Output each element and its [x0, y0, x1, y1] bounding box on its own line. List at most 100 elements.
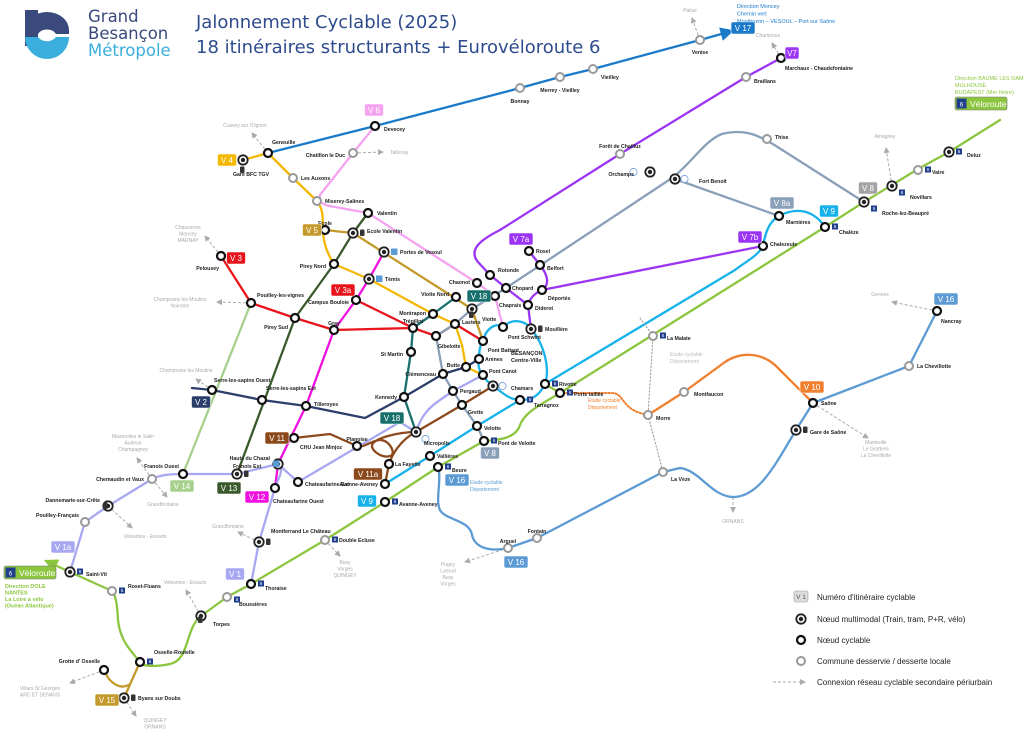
station-pirey-nord[interactable]: Pirey Nord: [300, 258, 340, 270]
station-la-veze[interactable]: La Vèze: [658, 467, 690, 483]
station-franois-ouest[interactable]: Franois Ouest: [144, 464, 189, 480]
station-butte[interactable]: Butte: [447, 361, 472, 373]
station-temis[interactable]: Témis: [363, 273, 400, 285]
station-chevillotte[interactable]: La Chevillotte: [904, 361, 951, 371]
station-nancray[interactable]: Nancray: [931, 305, 962, 325]
route-badge-v8[interactable]: V 8: [480, 446, 500, 460]
station-hauts-chazal[interactable]: Hauts du Chazal: [230, 456, 284, 470]
station-pont-schwint[interactable]: Pont Schwint: [497, 321, 541, 341]
station-foret-chailluz[interactable]: Forêt de Chailluz: [599, 144, 641, 159]
station-micropolis[interactable]: Micropolis: [410, 426, 450, 447]
station-lasters[interactable]: Lasters: [449, 318, 481, 330]
station-chateaufarine-ouest[interactable]: Chateaufarine Ouest: [269, 482, 324, 505]
route-badge-v7a[interactable]: V 7a: [508, 232, 534, 246]
station-chatillon[interactable]: Chatillon le Duc: [306, 148, 358, 159]
station-pelousey[interactable]: Pelousey: [196, 250, 227, 272]
station-viotte-nord[interactable]: Viotte Nord: [421, 292, 462, 303]
route-badge-v3a[interactable]: V 3a: [330, 283, 356, 297]
station-clemenceau[interactable]: Clémenceau: [405, 368, 449, 380]
station-geneuille[interactable]: Geneuille: [262, 140, 295, 159]
route-badge-v16[interactable]: V 16: [444, 473, 470, 487]
station-dannemarie[interactable]: Dannemarie-sur-Crête: [46, 498, 114, 512]
station-la-malate[interactable]: 6La Malate: [648, 331, 691, 342]
station-pouilley-fr[interactable]: Pouilley-Français: [36, 513, 90, 527]
route-badge-v8[interactable]: V 8: [858, 181, 878, 195]
station-ecole-valentin[interactable]: Ecole Valentin: [347, 227, 402, 239]
station-montfaucon[interactable]: Montfaucon: [679, 387, 723, 398]
station-portes-vesoul[interactable]: Portes de Vesoul: [378, 246, 442, 258]
route-badge-v12[interactable]: V 12: [244, 490, 270, 504]
station-marnieres[interactable]: Marnières: [773, 210, 811, 226]
route-badge-v18[interactable]: V 18: [466, 289, 492, 303]
station-montrapon[interactable]: Montrapon: [399, 308, 439, 320]
station-valentin[interactable]: Valentin: [362, 207, 397, 219]
route-badge-v13[interactable]: V 13: [216, 481, 242, 495]
station-serre-est[interactable]: Serre-les-sapins Est: [256, 386, 316, 406]
station-gare-saone[interactable]: Gare de Saône: [790, 424, 846, 436]
station-montferrand[interactable]: Montferrand Le Château: [253, 529, 331, 548]
route-badge-v16[interactable]: V 16: [933, 292, 959, 306]
station-st-martin[interactable]: St Martin: [381, 346, 417, 358]
station-chaprais[interactable]: Chaprais: [489, 290, 521, 309]
route-badge-v11[interactable]: V 11: [264, 431, 290, 445]
route-badge-v8a[interactable]: V 8a: [769, 196, 795, 210]
station-gibelotte[interactable]: Gibelotte: [430, 330, 461, 350]
station-torpes[interactable]: Torpes: [195, 610, 230, 628]
station-viotte[interactable]: Viotte: [466, 303, 496, 323]
route-badge-v7b[interactable]: V 7b: [737, 230, 763, 244]
station-la-fayette[interactable]: La Fayette: [383, 458, 421, 470]
station-kennedy[interactable]: Kennedy: [375, 391, 410, 403]
route-badge-v4[interactable]: V 4: [217, 153, 237, 167]
station-planoise[interactable]: Planoise: [346, 437, 368, 452]
station-chaonot[interactable]: Chaonot: [449, 277, 483, 289]
station-fontain[interactable]: Fontain: [528, 529, 547, 543]
route-badge-v9[interactable]: V 9: [819, 204, 839, 218]
station-chamars[interactable]: Chamars: [487, 380, 533, 392]
station-devecey[interactable]: Devecey: [369, 120, 405, 133]
station-vallieres[interactable]: Vallières: [424, 450, 458, 462]
station-arenes[interactable]: Arènes: [473, 353, 503, 365]
station-thise[interactable]: Thise: [762, 134, 789, 144]
station-grette[interactable]: Grette: [456, 399, 483, 416]
route-badge-v18[interactable]: V 18: [379, 411, 405, 425]
station-pont-battant[interactable]: Pont Battant: [477, 335, 519, 354]
route-badge-v5[interactable]: V 5: [302, 223, 322, 237]
station-pergaud[interactable]: Pergaud: [447, 385, 481, 397]
route-badge-v1a[interactable]: V 1a: [50, 540, 76, 554]
station-avanne1[interactable]: Avanne-Aveney: [339, 478, 391, 490]
station-chalezeule[interactable]: Chalezeule: [757, 240, 797, 252]
route-badge-v16[interactable]: V 16: [503, 555, 529, 569]
route-badge-v3[interactable]: V 3: [226, 251, 246, 265]
route-badge-v7[interactable]: V7: [784, 46, 800, 60]
station-orchamps[interactable]: Orchamps: [608, 166, 656, 178]
route-badge-v2[interactable]: V 2: [191, 395, 211, 409]
station-diderot[interactable]: Diderot: [522, 299, 553, 312]
station-gare-bfc[interactable]: Gare BFC TGV: [233, 154, 270, 178]
station-campus[interactable]: Campus Bouloie: [308, 294, 362, 306]
station-rotonde[interactable]: Rotonde: [484, 268, 519, 281]
route-badge-v10[interactable]: V 10: [799, 380, 825, 394]
station-chateaufarine-est[interactable]: Chateaufarine Est: [292, 476, 349, 488]
station-mouillere[interactable]: Mouillère: [525, 323, 568, 335]
station-belfort[interactable]: Belfort: [534, 259, 564, 272]
station-merrey[interactable]: Merrey - Vieilley: [540, 72, 580, 94]
station-chemaudin[interactable]: Chemaudin et Vaux: [96, 474, 157, 484]
route-badge-v1[interactable]: V 1: [225, 567, 245, 581]
station-bonnay[interactable]: Bonnay: [510, 83, 530, 105]
station-chu[interactable]: CHU Jean Minjoz: [288, 432, 342, 451]
station-trepillot[interactable]: Trépillot: [403, 319, 423, 334]
station-auxons[interactable]: Les Auxons: [288, 173, 330, 183]
